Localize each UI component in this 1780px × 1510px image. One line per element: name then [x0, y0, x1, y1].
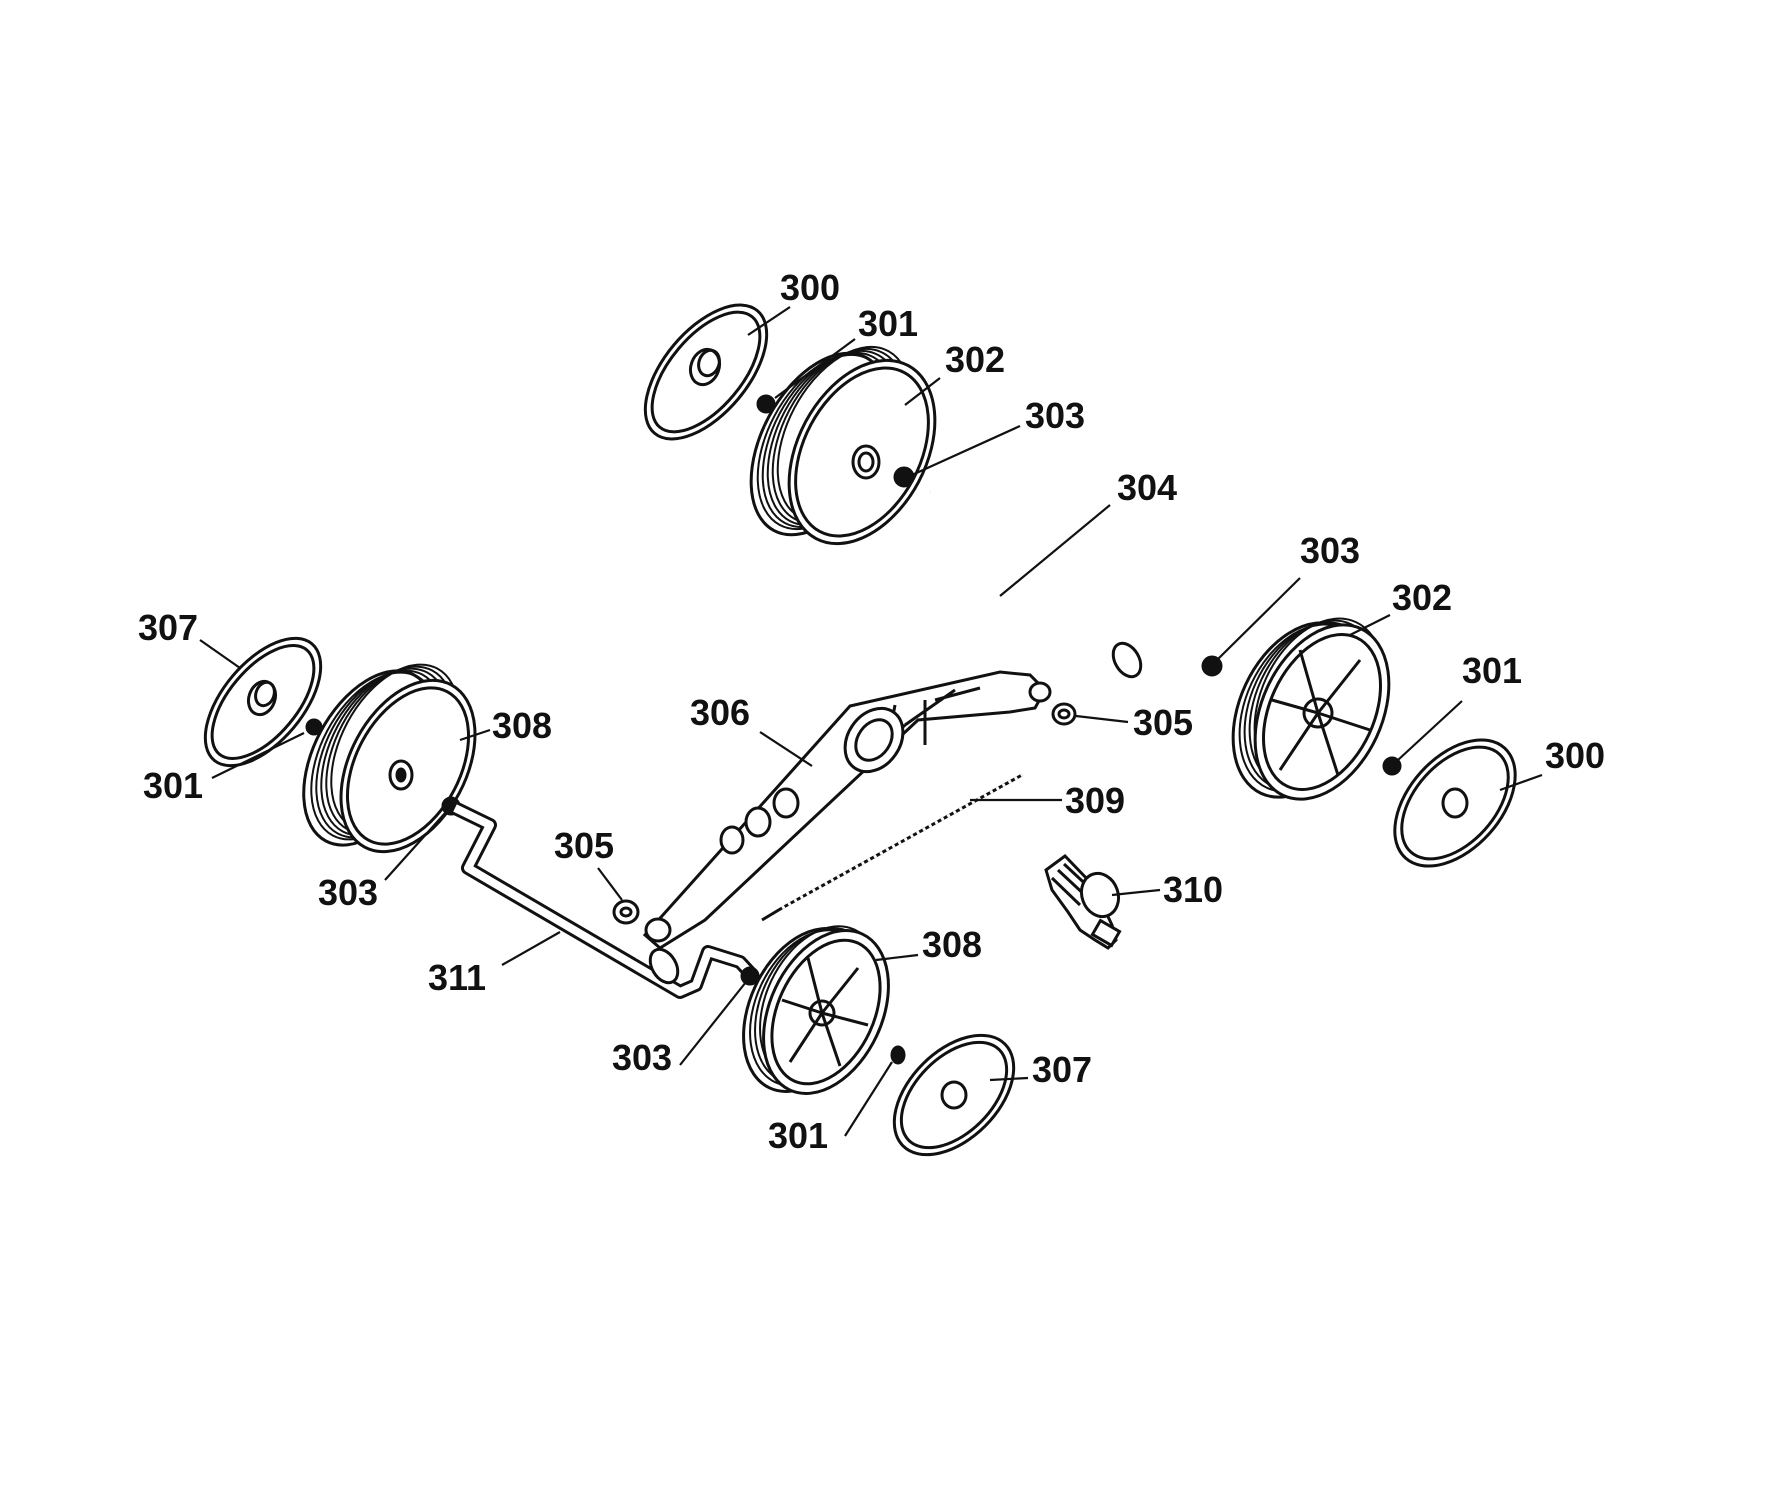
part-303-nut-right [1202, 656, 1222, 676]
callout-309: 309 [1065, 780, 1125, 821]
part-302-wheel-right [1207, 598, 1416, 821]
part-308-wheel-left [276, 643, 502, 874]
leader-307-bottom [989, 1076, 1029, 1082]
leader-304 [999, 504, 1111, 597]
callout-303-top: 303 [1025, 395, 1085, 436]
callout-305-left: 305 [554, 825, 614, 866]
callout-305-right: 305 [1133, 702, 1193, 743]
callout-307-left: 307 [138, 607, 198, 648]
leader-305-left [597, 867, 623, 901]
part-305-bushing-left [614, 901, 638, 923]
callout-306: 306 [690, 692, 750, 733]
callout-308-bottom: 308 [922, 924, 982, 965]
part-300-hub-cap-right [1371, 717, 1538, 889]
callout-310: 310 [1163, 869, 1223, 910]
callout-307-bottom: 307 [1032, 1049, 1092, 1090]
leader-302-top [904, 377, 941, 406]
leader-303-bottom [679, 981, 747, 1066]
callout-301-right: 301 [1462, 650, 1522, 691]
part-301-nut-bottom [891, 1046, 905, 1064]
part-307-hub-cap-bottom [872, 1013, 1036, 1177]
callout-leaders [199, 306, 1543, 1137]
callout-301-left: 301 [143, 765, 203, 806]
part-310-adjust-knob [1046, 856, 1124, 948]
leader-301-left [211, 732, 305, 779]
part-302-wheel-top [723, 325, 965, 569]
part-300-hub-cap-top [622, 284, 789, 461]
callout-303-left: 303 [318, 872, 378, 913]
callout-302-right: 302 [1392, 577, 1452, 618]
leader-301-right [1397, 700, 1463, 761]
leader-308-left [459, 728, 491, 742]
leader-307-left [199, 639, 241, 669]
leader-302-right [1349, 614, 1391, 636]
leader-305-right [1075, 714, 1129, 724]
leader-310 [1111, 888, 1161, 897]
leader-301-top [774, 338, 856, 399]
leader-311 [501, 931, 561, 966]
callout-304: 304 [1117, 467, 1177, 508]
leader-303-left [384, 811, 447, 881]
part-303-nut-top [894, 467, 914, 487]
leader-300-top [747, 306, 791, 336]
part-306-adjust-lever [645, 672, 1050, 948]
callout-311: 311 [428, 957, 486, 998]
callout-300-top: 300 [780, 267, 840, 308]
part-308-wheel-bottom [719, 907, 913, 1114]
leader-306 [759, 731, 813, 767]
leader-308-bottom [875, 953, 919, 962]
callout-302-top: 302 [945, 339, 1005, 380]
callout-301-top: 301 [858, 303, 918, 344]
leader-301-bottom [844, 1061, 893, 1137]
callout-301-bottom: 301 [768, 1115, 828, 1156]
callout-308-left: 308 [492, 705, 552, 746]
part-304-rear-axle [930, 492, 1215, 686]
callout-labels: 300 301 302 303 304 303 302 301 300 305 … [138, 267, 1605, 1156]
part-311-front-axle [455, 808, 752, 992]
leader-300-right [1499, 773, 1543, 792]
callout-303-bottom: 303 [612, 1037, 672, 1078]
leader-303-top [911, 424, 1021, 477]
part-307-hub-cap-left [184, 618, 343, 786]
callout-300-right: 300 [1545, 735, 1605, 776]
leader-303-right [1217, 577, 1301, 660]
part-305-bushing-right [1053, 704, 1075, 724]
callout-303-right: 303 [1300, 530, 1360, 571]
part-309-spring [762, 775, 1022, 920]
part-301-nut-right [1383, 757, 1401, 775]
